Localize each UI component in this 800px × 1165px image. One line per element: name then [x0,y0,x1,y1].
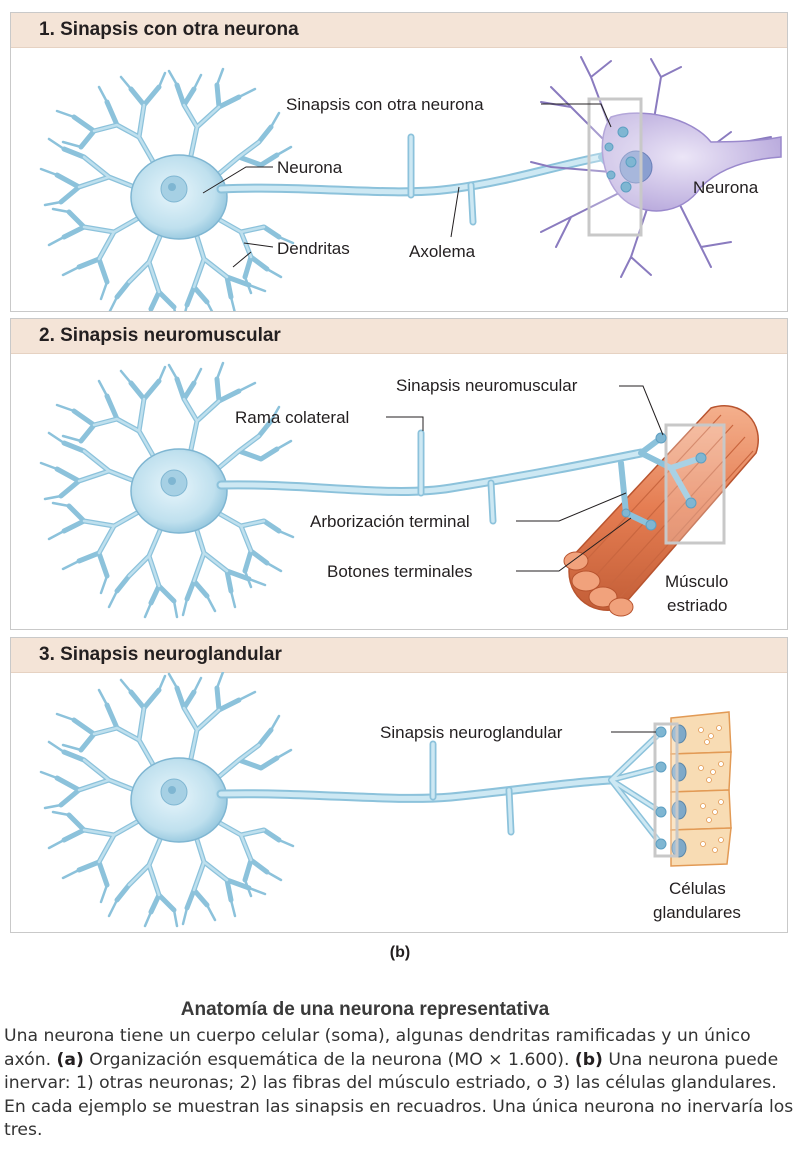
panel-synapse-muscle: 2. Sinapsis neuromuscular Rama colater [10,318,788,630]
neuron-diagram-3: Sinapsis neuroglandular Células glandula… [11,672,741,932]
neuron-diagram-1: Sinapsis con otra neurona Neurona Dendri… [11,56,782,311]
label-axolemma: Axolema [409,242,476,261]
axon [216,129,634,226]
panel-heading: 2. Sinapsis neuromuscular [11,319,787,354]
neuron-illustration [41,672,293,926]
label-synapse: Sinapsis neuromuscular [396,376,578,395]
label-target-neuron: Neurona [693,178,759,197]
neuron-illustration [41,363,293,617]
neuron-diagram-2: Rama colateral Sinapsis neuromuscular Ar… [11,353,759,629]
label-dendrites: Dendritas [277,239,350,258]
caption-marker-a: (a) [56,1049,84,1070]
label-synapse: Sinapsis neuroglandular [380,723,563,742]
caption-marker-b: (b) [574,1049,603,1070]
synapse-highlight-box [664,423,726,545]
synaptic-knobs [621,432,707,531]
label-neuron: Neurona [277,158,343,177]
panel-synapse-neuron: 1. Sinapsis con otra neurona Sinapsis co… [10,12,788,312]
caption-text: Una neurona tiene un cuerpo celular (som… [4,1025,794,1143]
leader-neuron [202,166,273,194]
panel-heading: 1. Sinapsis con otra neurona [11,13,787,48]
synaptic-knobs [604,126,637,193]
leader-synapse [619,385,664,436]
label-boutons: Botones terminales [327,562,473,581]
leader-synapse [541,103,612,128]
label-synapse: Sinapsis con otra neurona [286,95,484,114]
label-cells-line2: glandulares [653,903,741,922]
leader-arborization [516,492,627,522]
panel-heading: 3. Sinapsis neuroglandular [11,638,787,673]
label-cells-line1: Células [669,879,726,898]
leader-axolemma [450,186,460,238]
gland-cells [670,711,732,867]
synapse-highlight-box [653,722,679,858]
striated-muscle [563,405,759,617]
label-arborization: Arborización terminal [310,512,470,531]
axon [216,429,704,528]
caption-part-3: Una neurona puede inervar: 1) otras neur… [4,1049,794,1141]
axon [216,729,664,847]
synaptic-knobs [655,726,667,850]
caption-part-1: Una neurona tiene un cuerpo celular (som… [4,1026,751,1070]
label-collateral: Rama colateral [235,408,349,427]
label-muscle-line1: Músculo [665,572,728,591]
caption-title: Anatomía de una neurona representativa [180,999,550,1020]
figure-label: (b) [389,944,411,961]
panel-synapse-gland: 3. Sinapsis neuroglandular [10,637,788,933]
label-muscle-line2: estriado [667,596,727,615]
leader-dendrites [232,242,274,268]
caption-part-2: Organización esquemática de la neurona (… [83,1049,575,1070]
leader-boutons [516,517,632,572]
leader-collateral [386,416,424,431]
